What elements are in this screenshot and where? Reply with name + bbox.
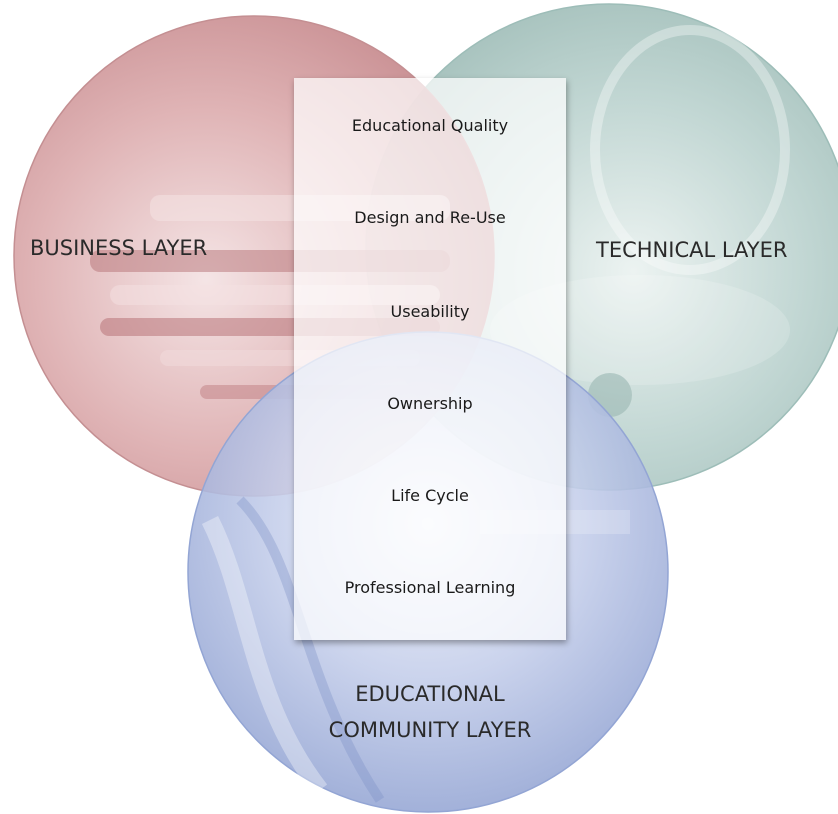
panel-item-useability: Useability	[390, 302, 470, 321]
community-layer-label-line2: COMMUNITY LAYER	[328, 718, 532, 742]
panel-item-ownership: Ownership	[387, 394, 473, 413]
community-layer-label: EDUCATIONAL COMMUNITY LAYER	[300, 676, 560, 748]
panel-item-educational-quality: Educational Quality	[351, 116, 509, 135]
panel-item-design-reuse: Design and Re-Use	[354, 208, 506, 227]
community-layer-label-line1: EDUCATIONAL	[355, 682, 505, 706]
shared-concerns-panel: Educational Quality Design and Re-Use Us…	[294, 78, 566, 640]
panel-item-professional-learning: Professional Learning	[344, 578, 516, 597]
technical-layer-label: TECHNICAL LAYER	[596, 238, 788, 262]
panel-item-life-cycle: Life Cycle	[391, 486, 469, 505]
business-layer-label: BUSINESS LAYER	[30, 236, 208, 260]
